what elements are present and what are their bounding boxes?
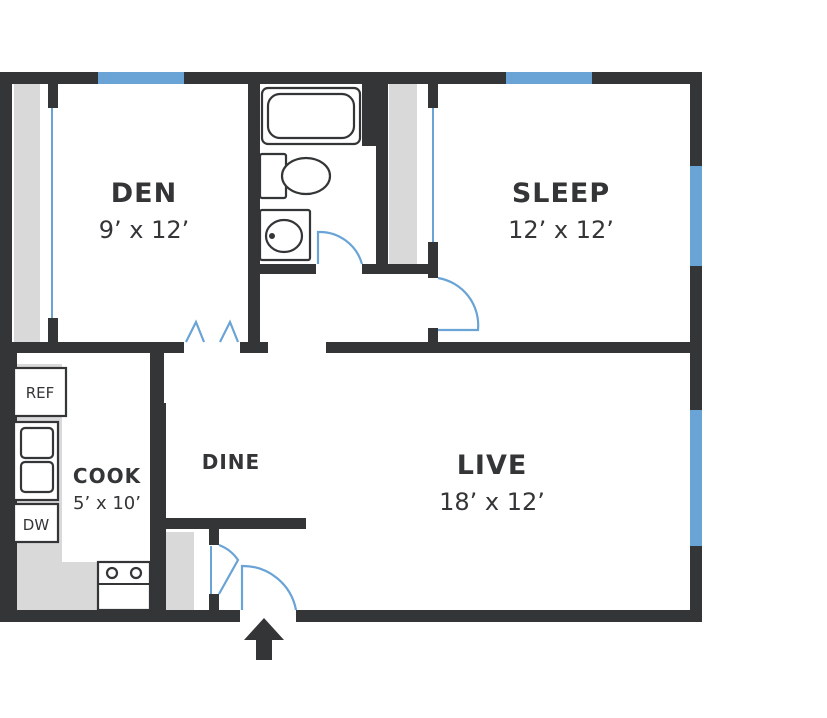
wall-kitchen-top-join — [150, 348, 164, 358]
wall-left — [0, 72, 12, 622]
wall-bath-bottom-left — [260, 264, 316, 274]
den-size: 9’ x 12’ — [99, 216, 190, 244]
dishwasher — [12, 502, 60, 544]
sink-bowl-top — [19, 426, 55, 460]
dine-name: DINE — [202, 450, 260, 474]
wall-kitchen-partition — [157, 403, 166, 622]
sleep-size: 12’ x 12’ — [508, 216, 614, 244]
sleep-door — [437, 276, 480, 332]
wall-sleep-door-jamb — [428, 264, 438, 278]
burner-left — [105, 566, 119, 580]
live-name: LIVE — [457, 450, 528, 481]
sleep-closet-jamb-top — [428, 84, 438, 108]
den-window — [98, 72, 184, 84]
toilet-bowl — [280, 156, 332, 196]
wall-bath-stub — [362, 84, 376, 146]
burner-right — [129, 566, 143, 580]
cook-name: COOK — [73, 464, 142, 488]
sink-bowl-bottom — [19, 460, 55, 494]
up-arrow-icon — [244, 618, 284, 660]
den-door-right — [219, 319, 240, 343]
entry-door — [240, 564, 298, 611]
fridge — [12, 366, 68, 418]
sink-faucet — [269, 233, 275, 239]
den-door-left — [185, 319, 206, 343]
wall-bottom-left — [0, 610, 240, 622]
wall-bath-bottom-right — [362, 264, 438, 274]
live-window — [690, 410, 702, 546]
wall-entry-jamb-bottom — [209, 594, 219, 610]
wall-den-bottom — [12, 342, 184, 353]
den-name: DEN — [111, 178, 177, 209]
wall-entry-top — [164, 518, 306, 529]
wall-den-right — [248, 84, 260, 353]
sleep-window-top — [506, 72, 592, 84]
wall-entry-jamb-top — [209, 529, 219, 545]
live-size: 18’ x 12’ — [439, 488, 545, 516]
entry-closet-swing — [218, 543, 240, 595]
entry-closet — [166, 532, 194, 610]
bath-door — [316, 230, 364, 265]
sleep-closet — [389, 84, 417, 264]
cook-size: 5’ x 10’ — [73, 493, 141, 514]
dishwasher-label: DW — [23, 516, 50, 534]
sleep-closet-jamb-bottom — [428, 242, 438, 266]
den-closet — [14, 84, 40, 342]
fridge-label: REF — [26, 384, 55, 402]
stove — [96, 560, 152, 612]
wall-sleep-door-jamb-lower — [428, 328, 438, 346]
den-closet-jamb-top — [48, 84, 58, 108]
wall-bath-right — [376, 84, 388, 274]
sleep-name: SLEEP — [512, 178, 610, 209]
sink-basin — [264, 218, 304, 254]
wall-sleep-bottom — [326, 342, 692, 353]
den-closet-jamb-bottom — [48, 318, 58, 342]
wall-bottom-right — [296, 610, 702, 622]
bathtub-basin — [266, 92, 356, 140]
sleep-window-side — [690, 166, 702, 266]
